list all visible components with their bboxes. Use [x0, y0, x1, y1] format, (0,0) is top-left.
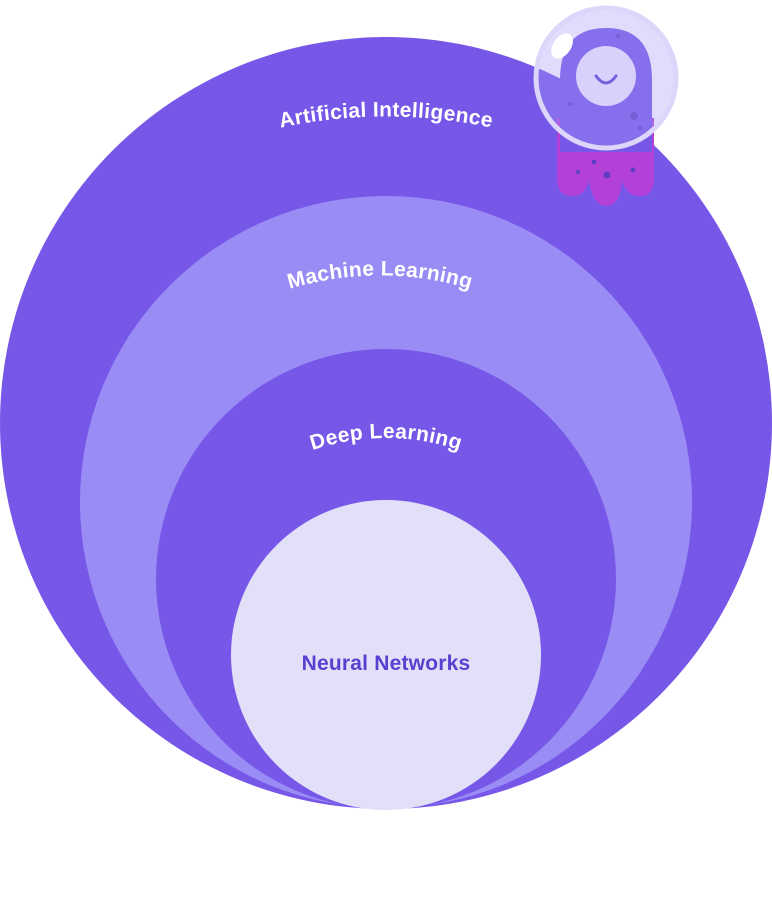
nn-circle	[231, 500, 541, 810]
astronaut-octopus-icon	[533, 5, 679, 206]
nn-label: Neural Networks	[302, 652, 471, 675]
